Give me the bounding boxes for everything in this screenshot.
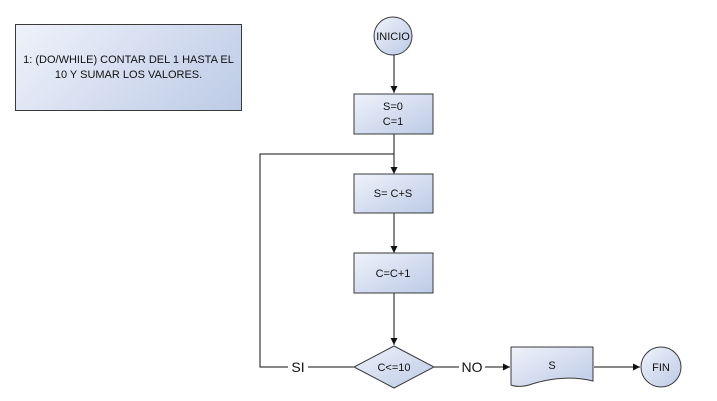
start-node: INICIO xyxy=(373,16,413,56)
output-label: S xyxy=(548,360,555,372)
init-label-line2: C=1 xyxy=(383,116,404,128)
increment-process: C=C+1 xyxy=(353,252,434,294)
end-node: FIN xyxy=(640,346,682,388)
decision-label: C<=10 xyxy=(377,362,410,374)
init-process: S=0 C=1 xyxy=(353,93,434,135)
description-note-text: 1: (DO/WHILE) CONTAR DEL 1 HASTA EL 10 Y… xyxy=(23,53,234,81)
start-label: INICIO xyxy=(376,31,410,43)
decision-node: C<=10 xyxy=(352,345,436,389)
no-label: NO xyxy=(462,359,483,375)
sum-process: S= C+S xyxy=(353,173,434,214)
description-note: 1: (DO/WHILE) CONTAR DEL 1 HASTA EL 10 Y… xyxy=(15,24,242,111)
yes-label: SI xyxy=(291,359,304,375)
output-document: S xyxy=(510,346,594,387)
init-label-line1: S=0 xyxy=(383,101,403,113)
increment-label: C=C+1 xyxy=(376,268,411,280)
connectors xyxy=(259,55,640,371)
edge-labels: SI NO xyxy=(288,358,485,375)
end-label: FIN xyxy=(652,362,670,374)
sum-label: S= C+S xyxy=(374,188,413,200)
